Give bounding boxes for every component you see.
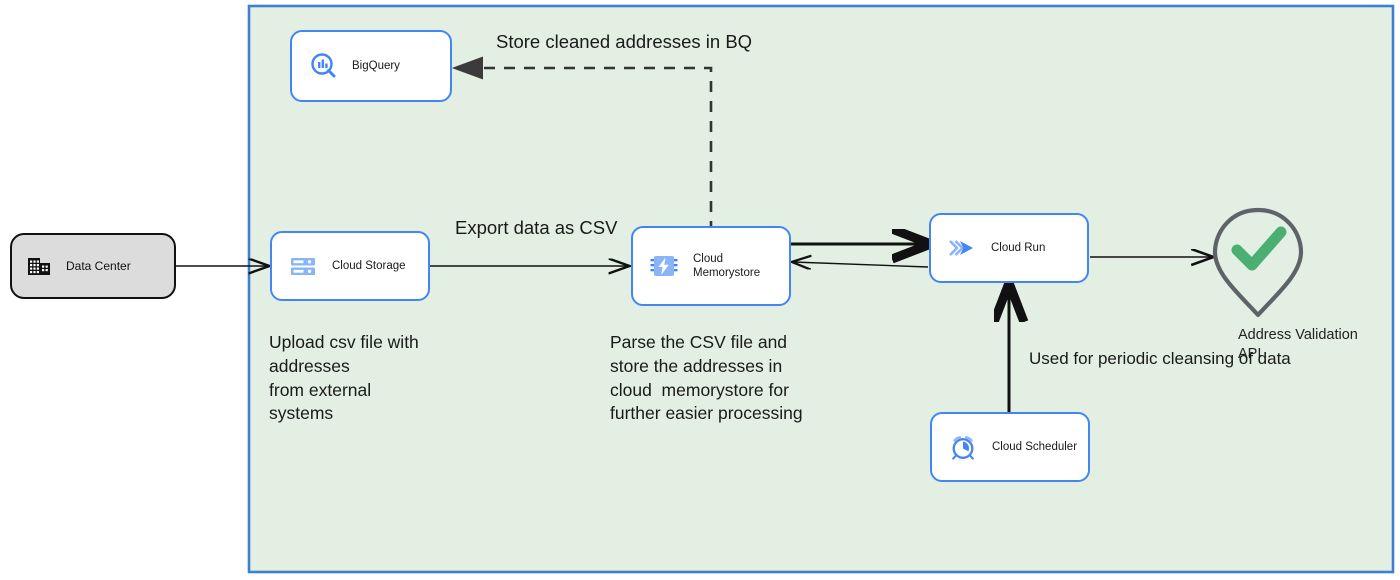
cloud-run-icon [947, 233, 977, 263]
node-cloud-storage[interactable]: Cloud Storage [270, 231, 430, 301]
edge-label-export-csv: Export data as CSV [455, 217, 618, 238]
cloud-storage-icon [288, 251, 318, 281]
node-data-center[interactable]: Data Center [10, 233, 176, 299]
node-label-cloud-storage: Cloud Storage [332, 259, 406, 272]
datacenter-building-icon [26, 253, 52, 279]
edge-memorystore-to-bigquery [451, 56, 713, 232]
node-label-address-validation-api: Address Validation API [1238, 327, 1358, 363]
map-pin-check-icon [1212, 207, 1304, 318]
node-label-cloud-memorystore: Cloud Memorystore [693, 252, 761, 279]
node-label-bigquery: BigQuery [352, 59, 400, 72]
node-cloud-run[interactable]: Cloud Run [929, 213, 1089, 283]
node-bigquery[interactable]: BigQuery [290, 30, 452, 102]
edge-cloudrun-to-memorystore [793, 262, 929, 267]
note-parse-csv: Parse the CSV file and store the address… [610, 332, 803, 424]
note-upload-csv: Upload csv file with addresses from exte… [269, 332, 419, 424]
node-label-data-center: Data Center [66, 259, 131, 273]
edge-label-store-cleaned: Store cleaned addresses in BQ [496, 31, 753, 52]
node-label-cloud-scheduler: Cloud Scheduler [992, 440, 1078, 453]
bigquery-icon [308, 51, 338, 81]
edge-label-periodic-cleansing: Used for periodic cleansing of data [1029, 349, 1291, 368]
cloud-memorystore-icon [649, 251, 679, 281]
cloud-scheduler-icon [948, 432, 978, 462]
node-cloud-scheduler[interactable]: Cloud Scheduler [930, 412, 1090, 482]
node-cloud-memorystore[interactable]: Cloud Memorystore [631, 226, 791, 306]
node-label-cloud-run: Cloud Run [991, 241, 1046, 254]
